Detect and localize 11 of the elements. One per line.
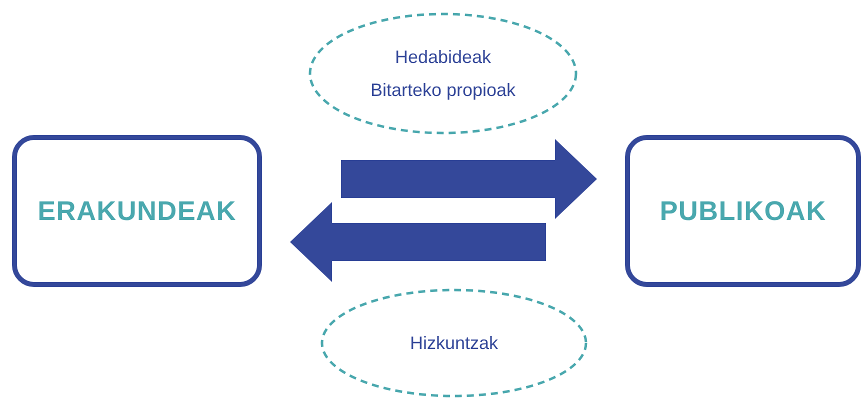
dashed-ellipse [320,288,588,398]
ellipse-label: Bitarteko propioak [370,78,516,101]
block-arrow [290,202,546,282]
ellipse-label: Hizkuntzak [410,332,498,354]
block-arrow [341,139,597,219]
box-label: ERAKUNDEAK [38,194,236,228]
rounded-box [625,135,861,287]
box-label: PUBLIKOAK [660,194,826,228]
ellipse-label: Hedabideak [394,46,492,68]
rounded-box [12,135,262,287]
dashed-ellipse [308,12,578,135]
